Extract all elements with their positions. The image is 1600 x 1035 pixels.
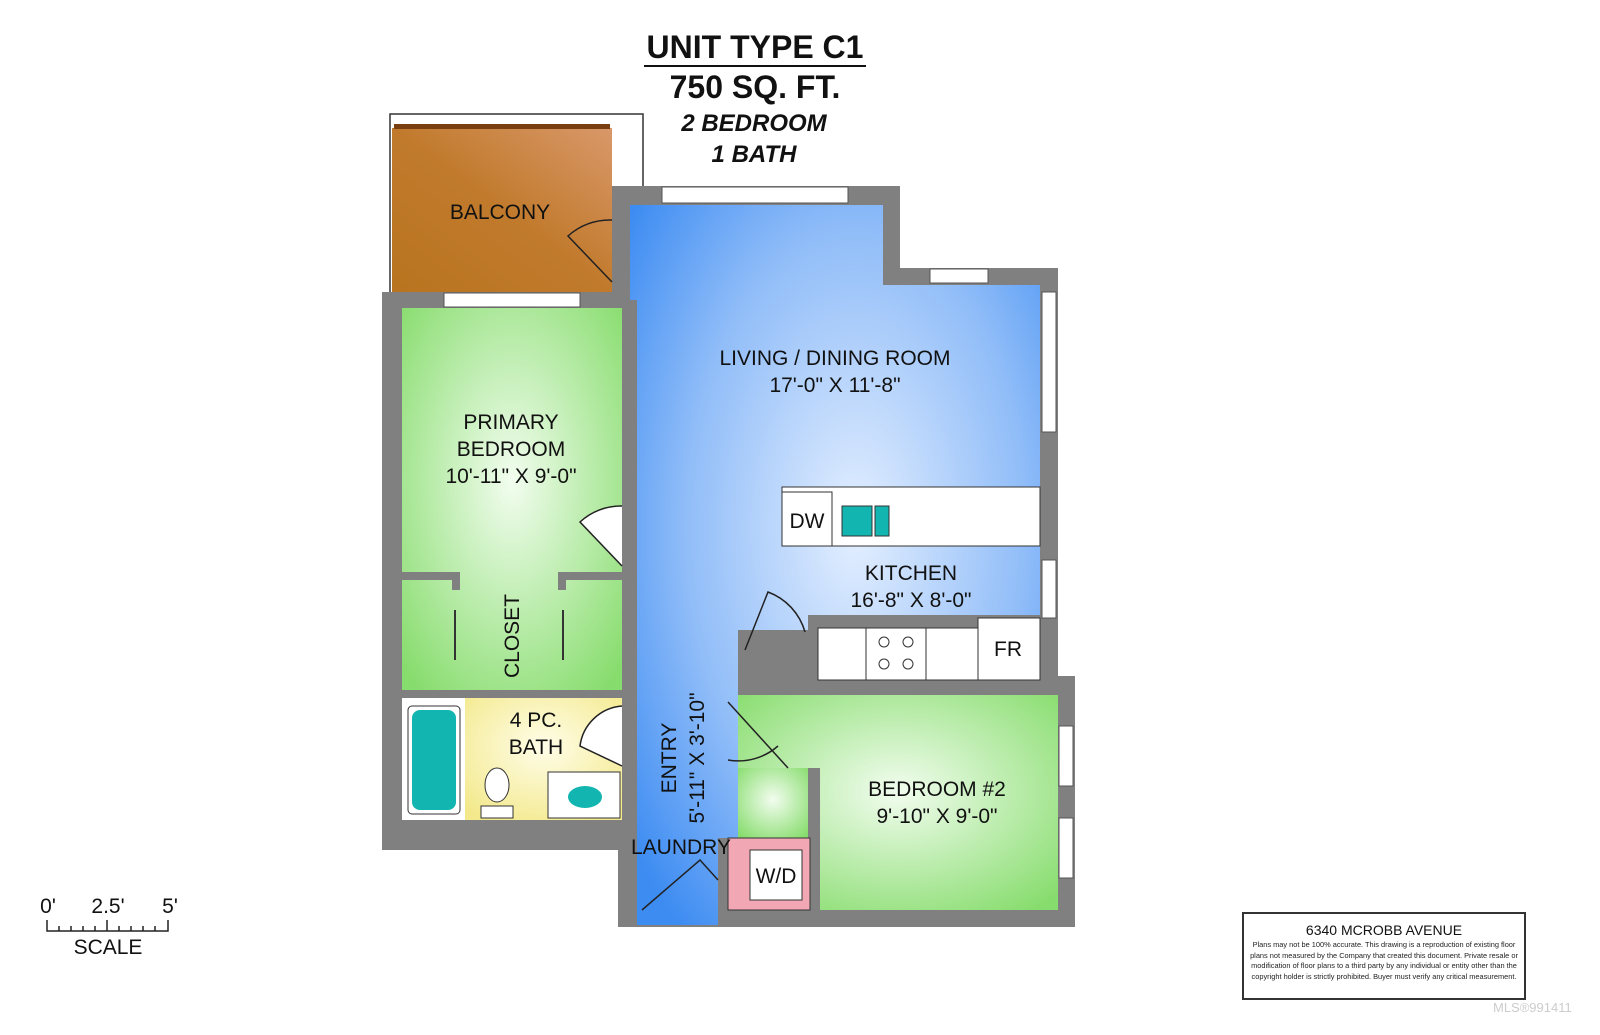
primary-bedroom-dims: 10'-11" X 9'-0" xyxy=(445,465,576,488)
bedroom-2-dims: 9'-10" X 9'-0" xyxy=(877,805,998,828)
closet-wall xyxy=(452,572,460,590)
scale-tick-label: 5' xyxy=(162,895,178,918)
bath-label: BATH xyxy=(509,736,563,759)
bathtub-basin xyxy=(412,710,456,810)
unit-type-title: UNIT TYPE C1 xyxy=(647,29,864,65)
stove xyxy=(865,627,927,681)
closet-wall xyxy=(558,572,622,580)
washer-dryer-label: W/D xyxy=(756,865,797,888)
burner-icon xyxy=(878,636,890,648)
kitchen-label: KITCHEN xyxy=(865,562,957,585)
window xyxy=(1058,725,1074,787)
sink-icon xyxy=(568,786,602,808)
fridge-label: FR xyxy=(994,638,1022,661)
sink-icon xyxy=(841,505,873,537)
window xyxy=(1058,817,1074,879)
primary-bedroom-label: PRIMARY xyxy=(463,411,558,434)
bedroom-door xyxy=(578,505,623,567)
burner-icon xyxy=(878,658,890,670)
bedroom-count: 2 BEDROOM xyxy=(680,110,827,137)
laundry-label: LAUNDRY xyxy=(631,836,731,859)
window xyxy=(1041,291,1057,433)
kitchen-dims: 16'-8" X 8'-0" xyxy=(851,589,972,612)
scale-bar xyxy=(46,920,169,932)
living-room-dims: 17'-0" X 11'-8" xyxy=(769,374,900,397)
bedroom-2 xyxy=(738,695,1058,910)
living-dining-room xyxy=(630,205,1040,925)
living-room-label: LIVING / DINING ROOM xyxy=(719,347,950,370)
entry-door xyxy=(641,858,719,911)
sink-icon xyxy=(874,505,890,537)
bedroom-2-door xyxy=(727,701,789,769)
closet-door-arc xyxy=(744,591,806,651)
area-title: 750 SQ. FT. xyxy=(670,69,841,105)
window xyxy=(1041,559,1057,619)
washer-dryer xyxy=(749,849,803,901)
bedroom-2-closet xyxy=(738,768,808,838)
info-box: 6340 MCROBB AVENUE Plans may not be 100%… xyxy=(1242,912,1526,1000)
closet-wall xyxy=(402,572,460,580)
balcony-area xyxy=(392,128,612,292)
scale-label: SCALE xyxy=(74,936,143,959)
disclaimer: Plans may not be 100% accurate. This dra… xyxy=(1250,940,1518,981)
bath-door xyxy=(579,705,623,767)
closet-wall xyxy=(558,572,566,590)
bath-wall xyxy=(402,690,622,698)
address: 6340 MCROBB AVENUE xyxy=(1305,922,1463,938)
closet-label: CLOSET xyxy=(501,594,524,678)
toilet-icon xyxy=(484,767,510,803)
primary-bedroom xyxy=(402,308,622,692)
burner-icon xyxy=(902,658,914,670)
dishwasher xyxy=(781,491,833,547)
scale-tick-label: 2.5' xyxy=(91,895,124,918)
bath-count: 1 BATH xyxy=(712,141,798,168)
balcony-door xyxy=(566,219,613,283)
balcony-railing xyxy=(389,113,644,292)
bath-label: 4 PC. xyxy=(510,709,563,732)
balcony-rail-top xyxy=(394,124,610,129)
window xyxy=(929,268,989,284)
primary-bedroom-label: BEDROOM xyxy=(457,438,566,461)
entry-dims: 5'-11" X 3'-10" xyxy=(686,692,709,823)
window xyxy=(661,186,849,204)
watermark: MLS®991411 xyxy=(1493,1000,1572,1015)
burner-icon xyxy=(902,636,914,648)
dishwasher-label: DW xyxy=(790,510,825,533)
bedroom-2-label: BEDROOM #2 xyxy=(868,778,1006,801)
toilet-tank xyxy=(480,805,514,819)
balcony-label: BALCONY xyxy=(450,201,550,224)
fridge xyxy=(977,617,1041,681)
window xyxy=(443,292,581,308)
entry-label: ENTRY xyxy=(658,723,681,794)
scale-tick-label: 0' xyxy=(40,895,56,918)
